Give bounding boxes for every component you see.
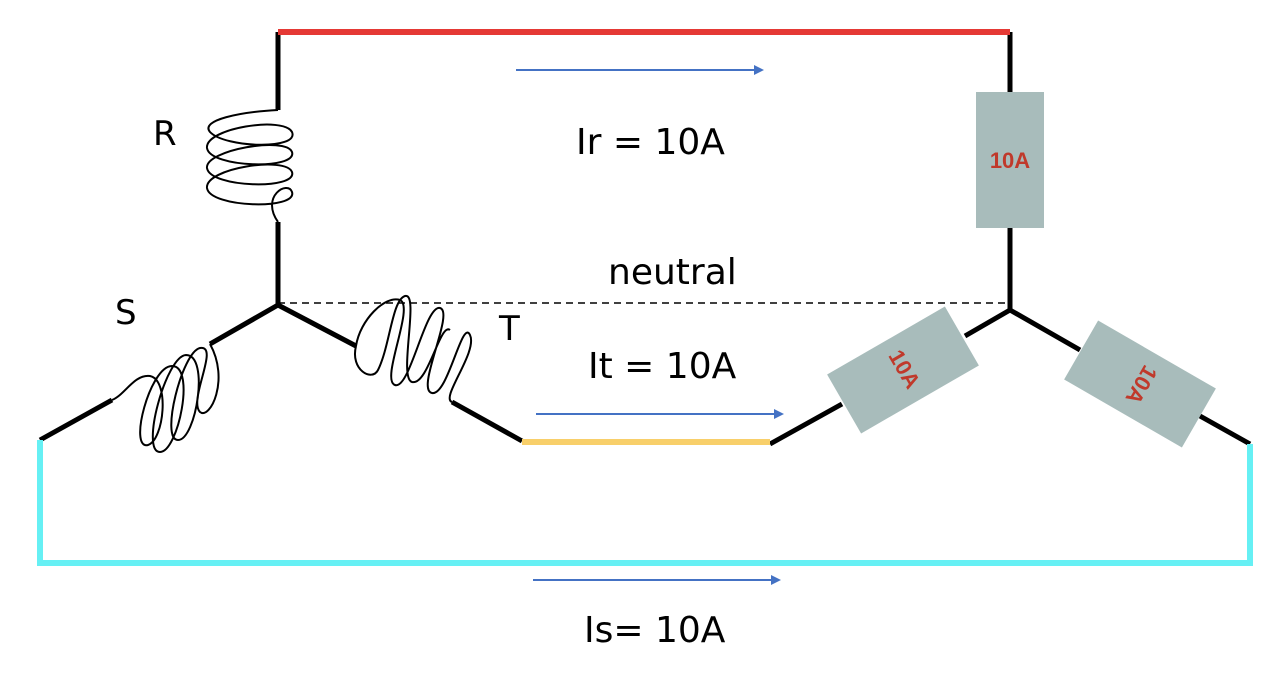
t-coil	[353, 295, 473, 403]
current-s-label: Is= 10A	[584, 610, 726, 651]
current-t-label: It = 10A	[588, 346, 737, 387]
s-winding-outer-wire	[38, 397, 114, 443]
left-load-inner-wire	[963, 307, 1012, 339]
current-r-label: Ir = 10A	[576, 122, 725, 163]
left-load: 10A	[827, 306, 979, 434]
neutral-label: neutral	[608, 252, 737, 293]
t-winding-outer-wire	[450, 399, 524, 444]
s-coil	[111, 343, 220, 454]
s-winding-inner-wire	[208, 302, 280, 347]
t-winding-inner-wire	[276, 302, 358, 349]
phase-r-label: R	[153, 114, 177, 154]
r-coil	[205, 109, 294, 223]
phase-s-label: S	[115, 293, 137, 333]
top-load: 10A	[976, 92, 1044, 228]
right-load-inner-wire	[1008, 307, 1082, 353]
line-s	[37, 440, 1253, 566]
phase-t-label: T	[498, 309, 520, 349]
left-load-outer-wire	[768, 401, 844, 447]
right-load-outer-wire	[1198, 413, 1252, 447]
right-load: 10A	[1064, 320, 1216, 448]
top-load-label: 10A	[990, 148, 1030, 173]
